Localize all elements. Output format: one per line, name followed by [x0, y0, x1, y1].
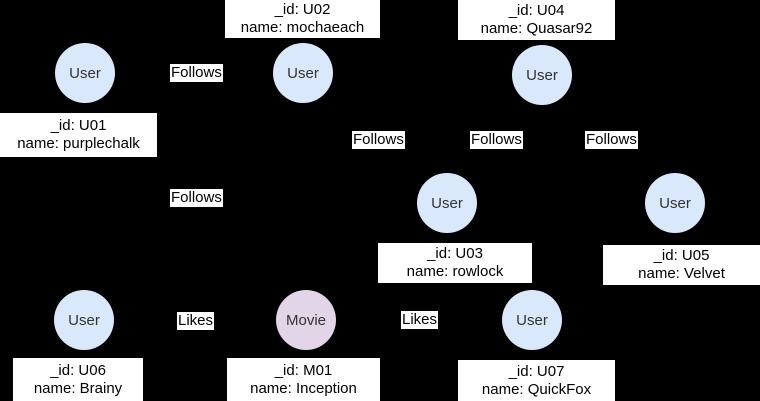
node-u01-meta-box: _id: U01 name: purplechalk — [0, 113, 157, 157]
node-user-u04-circle: User — [512, 45, 572, 105]
node-u07-id: _id: U07 — [508, 362, 565, 380]
node-user-u02-circle: User — [273, 43, 333, 103]
edge-label-follows-3: Follows — [352, 131, 405, 149]
node-u04-name: name: Quasar92 — [480, 20, 593, 37]
edge-label-follows-1: Follows — [170, 64, 223, 82]
node-u07-meta-box: _id: U07 name: QuickFox — [458, 360, 615, 401]
node-u07-name: name: QuickFox — [481, 380, 592, 398]
edge-label-likes-1: Likes — [177, 312, 215, 330]
node-u03-name: name: rowlock — [406, 263, 504, 280]
edge-label-follows-2: Follows — [170, 189, 223, 207]
node-u02-name: name: mochaeach — [240, 19, 365, 36]
node-u04-meta-box: _id: U04 name: Quasar92 — [458, 0, 615, 40]
node-u02-meta-box: _id: U02 name: mochaeach — [225, 0, 380, 38]
node-user-u05-circle: User — [645, 173, 705, 233]
node-movie-m01-circle: Movie — [276, 290, 336, 350]
node-u04-id: _id: U04 — [508, 2, 565, 19]
edge-label-follows-4: Follows — [470, 131, 523, 149]
node-u01-id: _id: U01 — [50, 117, 107, 134]
node-user-u03-circle: User — [417, 173, 477, 233]
node-m01-name: name: Inception — [250, 379, 357, 397]
edge-label-follows-5: Follows — [585, 131, 638, 149]
edge-label-likes-2: Likes — [401, 311, 439, 329]
node-u05-name: name: Velvet — [638, 265, 725, 282]
node-m01-meta-box: _id: M01 name: Inception — [227, 358, 380, 401]
node-u03-meta-box: _id: U03 name: rowlock — [378, 243, 532, 283]
node-u02-id: _id: U02 — [274, 1, 331, 18]
node-u01-name: name: purplechalk — [17, 135, 140, 152]
node-u05-meta-box: _id: U05 name: Velvet — [603, 245, 760, 285]
node-user-u01-circle: User — [55, 43, 115, 103]
node-m01-id: _id: M01 — [274, 361, 333, 379]
node-u06-meta-box: _id: U06 name: Brainy — [13, 358, 143, 401]
node-u03-id: _id: U03 — [427, 245, 483, 262]
node-user-u06-circle: User — [54, 290, 114, 350]
node-u06-id: _id: U06 — [50, 361, 106, 379]
node-u06-name: name: Brainy — [33, 379, 123, 397]
node-user-u07-circle: User — [502, 290, 562, 350]
node-u05-id: _id: U05 — [653, 247, 710, 264]
